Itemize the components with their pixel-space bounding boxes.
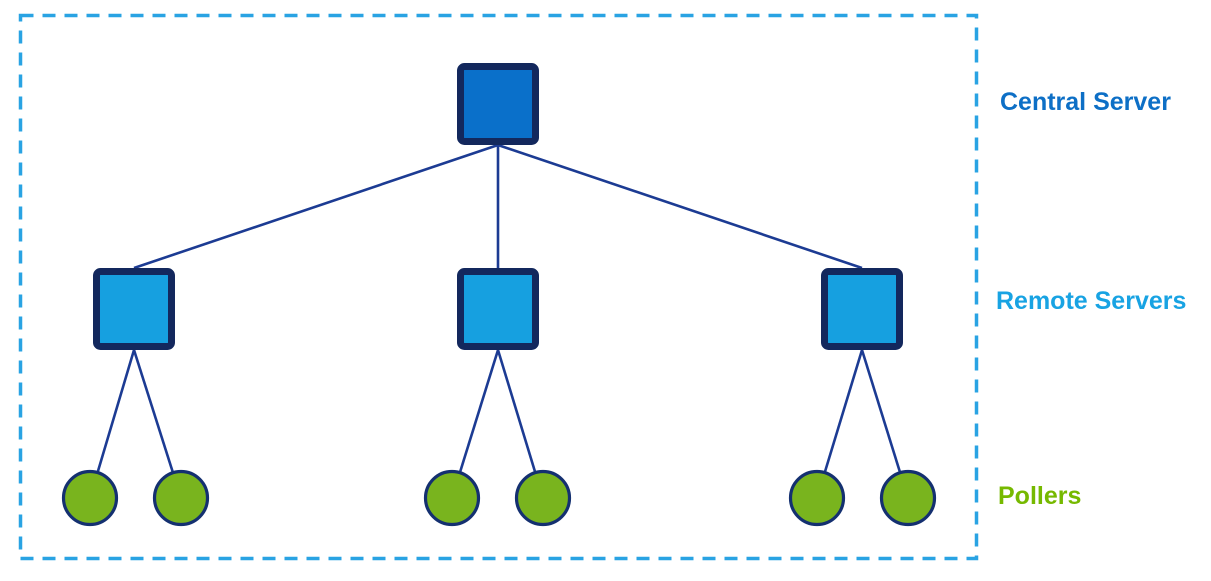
- remote-server-node-3: [821, 268, 903, 350]
- label-pollers: Pollers: [998, 481, 1082, 510]
- poller-node-1: [61, 469, 119, 527]
- edge-central-to-remote-3: [497, 143, 863, 270]
- poller-node-5: [788, 469, 846, 527]
- label-central-server: Central Server: [1000, 87, 1171, 116]
- poller-node-4: [514, 469, 572, 527]
- central-server-node: [457, 63, 539, 145]
- remote-server-node-2: [457, 268, 539, 350]
- remote-server-node-1: [93, 268, 175, 350]
- poller-node-3: [423, 469, 481, 527]
- label-remote-servers: Remote Servers: [996, 286, 1187, 315]
- poller-node-2: [152, 469, 210, 527]
- edge-central-to-remote-1: [133, 143, 499, 270]
- poller-node-6: [879, 469, 937, 527]
